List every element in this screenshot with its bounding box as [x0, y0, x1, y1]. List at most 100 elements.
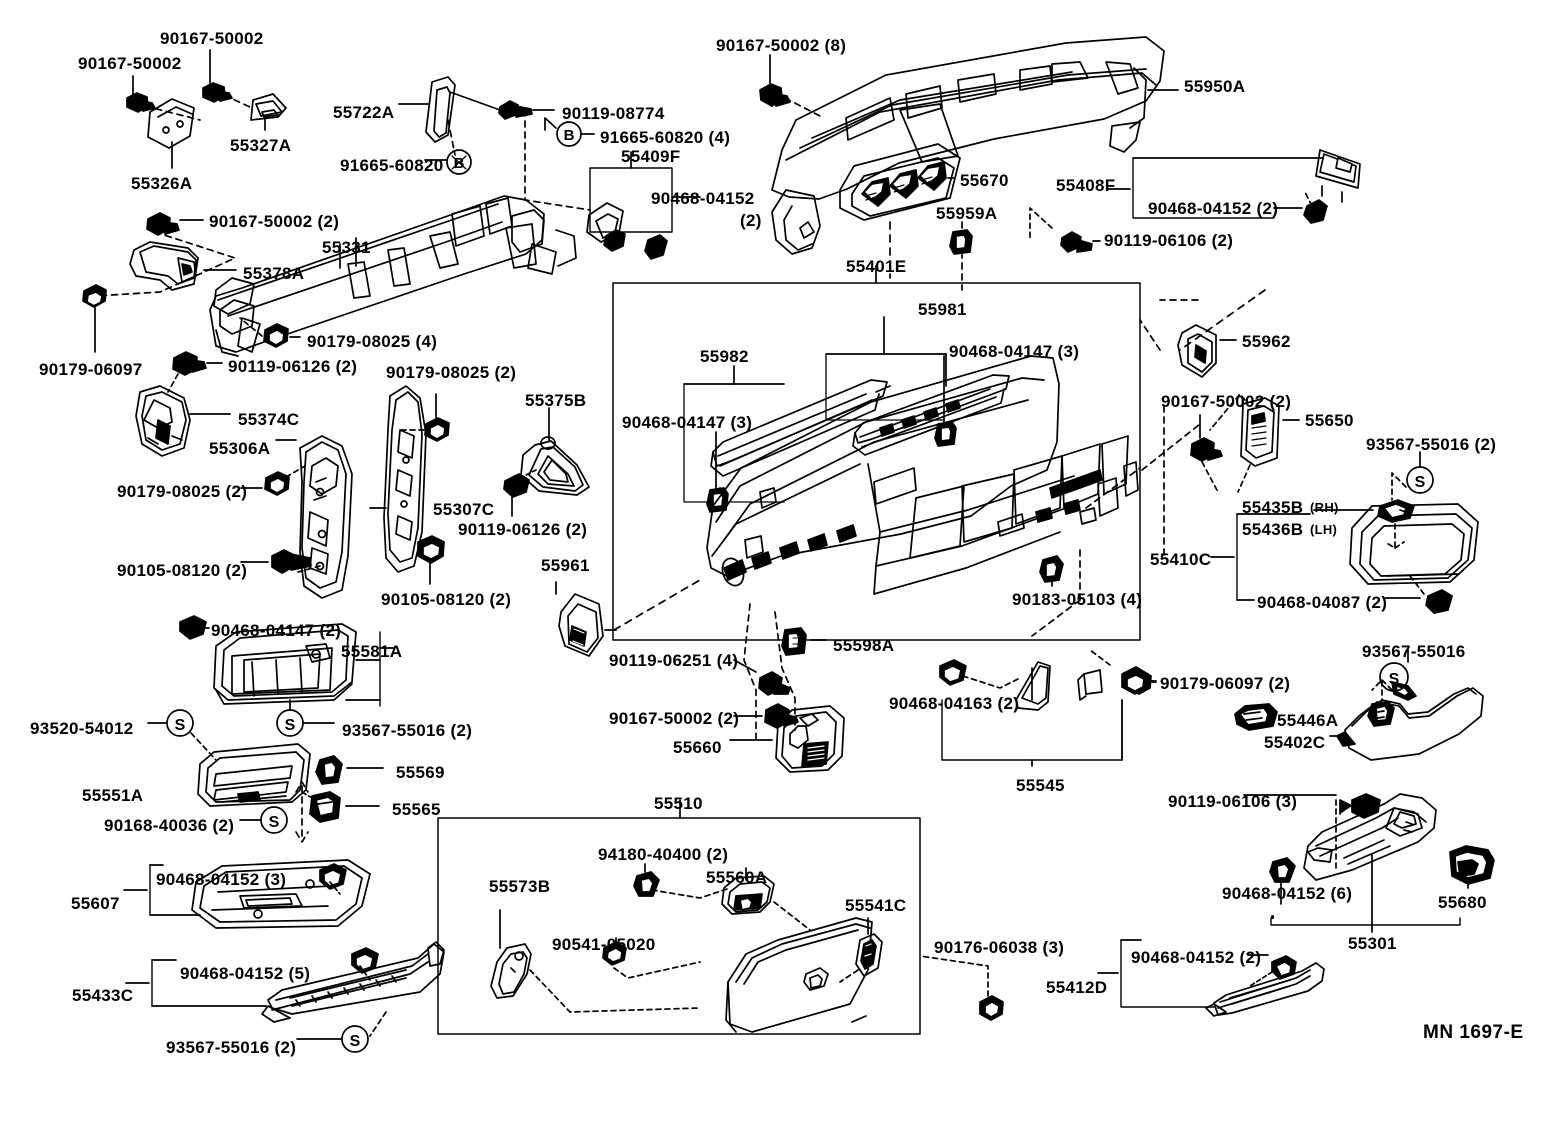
group-box-55510	[437, 799, 921, 1035]
bolt-90179-06097-a-shape	[82, 284, 107, 353]
clip-55959a	[949, 221, 973, 291]
part-55436b-side: (LH)	[1310, 522, 1338, 537]
part-55410c-mirror	[1210, 499, 1479, 614]
part-55569-clip	[315, 755, 384, 785]
bracket-55326a-group	[126, 75, 201, 149]
part-55327a: 55327A	[230, 136, 292, 155]
bolt-90167-50002-d-shape	[1163, 405, 1223, 561]
part-55959a: 55959A	[936, 204, 998, 223]
part-55569: 55569	[396, 763, 445, 782]
ref-marker-s-93520: S	[147, 709, 217, 761]
leader-55660-b	[774, 611, 796, 731]
bolt-90179-08025-a-shape	[239, 317, 301, 348]
part-90119-06251: 90119-06251 (4)	[609, 651, 739, 670]
part-90167-50002-e: 90167-50002 (2)	[609, 709, 740, 728]
part-90167-50002-d: 90167-50002 (2)	[1161, 392, 1292, 411]
part-55375b: 55375B	[525, 391, 587, 410]
part-55331-bar	[209, 195, 577, 357]
part-90168-40036: 90168-40036 (2)	[104, 816, 235, 835]
part-90176-06038: 90176-06038 (3)	[934, 938, 1065, 957]
part-55581a-housing	[179, 615, 394, 707]
bolt-90167-50002-8	[759, 54, 821, 117]
part-55607-panel	[123, 859, 371, 929]
part-55660-vent	[729, 705, 845, 773]
svg-text:S: S	[175, 717, 186, 734]
part-55374c-bracket	[135, 385, 231, 457]
part-55402c: 55402C	[1264, 733, 1326, 752]
part-90541-05020: 90541-05020	[552, 935, 656, 954]
part-90468-04152-a-qty: (2)	[740, 211, 762, 230]
part-55410c: 55410C	[1150, 550, 1212, 569]
leader-55961	[613, 579, 701, 631]
part-90468-04087: 90468-04087 (2)	[1257, 593, 1388, 612]
part-55301: 55301	[1348, 934, 1397, 953]
part-55378a-bracket	[129, 241, 237, 291]
part-55560a-latch	[721, 867, 811, 931]
clip-55598a	[781, 627, 827, 656]
part-90468-04147-b: 90468-04147 (3)	[622, 413, 753, 432]
bolt-90167-50002-f-shape	[94, 212, 236, 297]
bracket-55301-group	[1270, 854, 1461, 933]
bolt-90105-08120-a-shape	[240, 549, 312, 574]
part-55961: 55961	[541, 556, 590, 575]
part-55510: 55510	[654, 794, 703, 813]
part-90468-04152-b: 90468-04152 (2)	[1148, 199, 1279, 218]
part-55680: 55680	[1438, 893, 1487, 912]
clip-94180-40400	[633, 863, 731, 899]
part-55545: 55545	[1016, 776, 1065, 795]
part-90167-50002-f: 90167-50002 (2)	[209, 212, 340, 231]
part-90179-08025-c: 90179-08025 (2)	[117, 482, 248, 501]
svg-text:B: B	[454, 155, 465, 172]
part-90468-04147-a: 90468-04147 (3)	[949, 342, 1080, 361]
part-93567-55016-c: 93567-55016 (2)	[342, 721, 473, 740]
part-90468-04152-c: 90468-04152 (6)	[1222, 884, 1353, 903]
part-55541c: 55541C	[845, 896, 907, 915]
part-55326a: 55326A	[131, 174, 193, 193]
part-90179-08025-b: 90179-08025 (2)	[386, 363, 517, 382]
svg-text:S: S	[269, 814, 280, 831]
bolt-90119-06106-a-shape	[1029, 207, 1101, 253]
bolt-90119-06251-shape	[733, 659, 791, 696]
bolt-90176-06038	[919, 955, 1004, 1021]
part-90119-06106-b: 90119-06106 (3)	[1168, 792, 1298, 811]
part-93520-54012: 93520-54012	[30, 719, 134, 738]
part-90179-06097-a: 90179-06097	[39, 360, 143, 379]
part-55981-molding	[852, 374, 1010, 456]
part-55433c: 55433C	[72, 986, 134, 1005]
svg-text:S: S	[350, 1033, 361, 1050]
part-55660: 55660	[673, 738, 722, 757]
part-55650: 55650	[1305, 411, 1354, 430]
leader-55565-arrow	[295, 781, 309, 843]
part-90183-05103: 90183-05103 (4)	[1012, 590, 1143, 609]
part-55560a: 55560A	[706, 868, 768, 887]
part-90468-04163: 90468-04163 (2)	[889, 694, 1020, 713]
part-55565: 55565	[392, 800, 441, 819]
part-55982: 55982	[700, 347, 749, 366]
part-90167-50002-b: 90167-50002	[160, 29, 264, 48]
part-90119-08774: 90119-08774	[562, 104, 665, 123]
part-55409f: 55409F	[621, 147, 681, 166]
bracket-55327a-group	[171, 49, 287, 169]
part-55435b-side: (RH)	[1310, 500, 1339, 515]
ref-marker-s-90168: S	[239, 806, 288, 834]
part-55962: 55962	[1242, 332, 1291, 351]
part-55301-panel	[1243, 793, 1437, 919]
part-55307c-bracket	[369, 385, 427, 573]
svg-text:S: S	[285, 717, 296, 734]
part-90119-06126-a: 90119-06126 (2)	[228, 357, 358, 376]
part-90119-06126-b: 90119-06126 (2)	[458, 520, 588, 539]
part-55565-clip	[301, 791, 380, 823]
clip-90183-05103	[1031, 549, 1081, 637]
leader-55660	[743, 603, 757, 741]
part-91665-60820-a: 91665-60820	[340, 156, 444, 175]
part-55541c-clip	[839, 917, 883, 983]
part-90468-04152-a: 90468-04152	[651, 189, 755, 208]
part-90468-04152-d: 90468-04152 (2)	[1131, 948, 1262, 967]
part-55950a-shape	[771, 36, 1179, 255]
bolt-90541-05020	[602, 937, 701, 979]
ref-marker-s-1: S	[1391, 451, 1434, 521]
ref-marker-s-93567-c: S	[276, 699, 335, 737]
part-55982-molding	[710, 379, 891, 477]
part-91665-60820-b: 91665-60820 (4)	[600, 128, 731, 147]
